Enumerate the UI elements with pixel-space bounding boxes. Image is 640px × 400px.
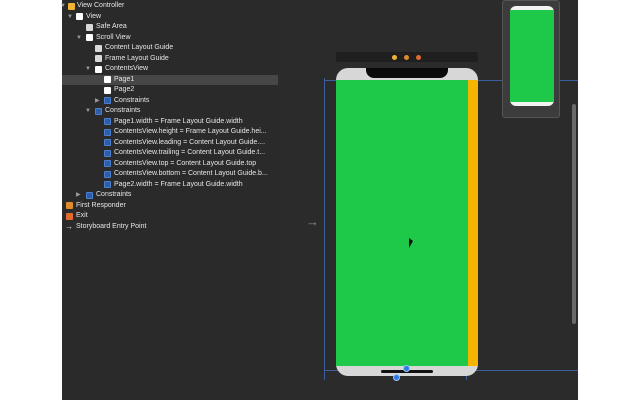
view-icon [104, 76, 111, 83]
outline-item-label: Storyboard Entry Point [76, 222, 147, 230]
doc-icon [95, 44, 102, 52]
outline-item-constraints[interactable]: ▶ Constraints [62, 190, 278, 200]
outline-item-label: Constraints [114, 96, 150, 104]
outline-item-label: Safe Area [96, 23, 127, 30]
outline-item-label: Scroll View [96, 33, 131, 41]
constraint-icon [104, 181, 111, 188]
constraint-icon [104, 170, 111, 178]
constraints-icon [95, 107, 102, 115]
outline-item-label: Page2 [114, 86, 135, 93]
first-responder-icon [66, 202, 73, 209]
doc-icon [95, 55, 102, 62]
constraint-icon [104, 128, 111, 136]
outline-item-label: Page1 [114, 75, 135, 83]
outline-item-constraint[interactable]: ContentsView.bottom = Content Layout Gui… [62, 169, 278, 179]
outline-item-label: ContentsView.leading = Content Layout Gu… [114, 138, 266, 146]
outline-item-constraint[interactable]: ContentsView.top = Content Layout Guide.… [62, 159, 278, 169]
outline-item-safe-area[interactable]: Safe Area [62, 22, 278, 32]
first-responder-icon[interactable] [404, 54, 409, 60]
outline-item-label: Page1.width = Frame Layout Guide.width [114, 117, 243, 125]
outline-item-label: Exit [76, 212, 88, 219]
view-icon [76, 13, 83, 20]
outline-item-label: ContentsView [105, 65, 149, 72]
entry-point-arrow-icon[interactable]: → [306, 214, 319, 229]
disclosure-triangle-icon[interactable]: ▶ [76, 192, 81, 198]
outline-item-storyboard-entry-point[interactable]: → Storyboard Entry Point [62, 222, 278, 232]
constraints-icon [104, 97, 111, 104]
outline-item-label: Frame Layout Guide [105, 54, 169, 62]
device-frame[interactable] [336, 68, 478, 376]
view-controller-icon [68, 2, 75, 10]
resize-handle[interactable] [393, 374, 400, 381]
minimap-device [510, 6, 554, 106]
outline-item-constraints[interactable]: ▼ Constraints [62, 106, 278, 116]
constraint-icon [104, 160, 111, 167]
disclosure-triangle-icon[interactable]: ▼ [60, 3, 66, 9]
outline-item-page1[interactable]: Page1 [62, 74, 278, 85]
constraint-icon [104, 118, 111, 125]
canvas-scrollbar[interactable] [572, 104, 576, 324]
outline-item-label: View Controller [77, 2, 125, 9]
resize-handle[interactable] [403, 365, 410, 372]
disclosure-triangle-icon[interactable]: ▼ [76, 34, 82, 41]
outline-item-contents-view[interactable]: ▼ ContentsView [62, 64, 278, 74]
outline-item-label: View [86, 12, 102, 20]
exit-icon [66, 212, 73, 220]
outline-item-constraint[interactable]: Page2.width = Frame Layout Guide.width [62, 180, 278, 190]
outline-item-frame-layout-guide[interactable]: Frame Layout Guide [62, 54, 278, 64]
constraints-icon [86, 191, 93, 199]
outline-item-constraint[interactable]: ContentsView.height = Frame Layout Guide… [62, 127, 278, 137]
outline-item-label: ContentsView.trailing = Content Layout G… [114, 149, 266, 156]
outline-item-page2[interactable]: Page2 [62, 85, 278, 95]
device-notch [366, 68, 448, 78]
constraint-icon [104, 139, 111, 146]
outline-item-constraint[interactable]: ContentsView.trailing = Content Layout G… [62, 148, 278, 158]
view-icon [86, 34, 93, 41]
outline-item-exit[interactable]: Exit [62, 211, 278, 221]
outline-item-constraint[interactable]: Page1.width = Frame Layout Guide.width [62, 117, 278, 127]
outline-item-constraint[interactable]: ContentsView.leading = Content Layout Gu… [62, 138, 278, 148]
outline-item-first-responder[interactable]: First Responder [62, 201, 278, 211]
exit-icon[interactable] [416, 54, 421, 60]
canvas-minimap[interactable] [502, 0, 560, 118]
outline-item-label: ContentsView.height = Frame Layout Guide… [114, 128, 267, 135]
outline-item-label: Page2.width = Frame Layout Guide.width [114, 180, 243, 188]
mouse-cursor-icon [409, 238, 413, 248]
page2-view[interactable] [468, 80, 478, 366]
outline-item-label: First Responder [76, 201, 126, 209]
constraint-icon [104, 149, 111, 157]
outline-item-label: ContentsView.bottom = Content Layout Gui… [114, 170, 268, 177]
view-controller-icon[interactable] [392, 54, 397, 60]
outline-item-content-layout-guide[interactable]: Content Layout Guide [62, 43, 278, 53]
layout-guide-line [324, 78, 325, 380]
scene-dock[interactable] [336, 52, 478, 62]
outline-item-label: Constraints [105, 107, 141, 114]
disclosure-triangle-icon[interactable]: ▼ [67, 13, 73, 20]
arrow-right-icon: → [65, 221, 73, 231]
view-icon [104, 86, 111, 94]
outline-item-label: Constraints [96, 191, 132, 198]
doc-icon [86, 23, 93, 31]
outline-item-scroll-view[interactable]: ▼ Scroll View [62, 33, 278, 43]
disclosure-triangle-icon[interactable]: ▼ [85, 66, 91, 72]
outline-item-view[interactable]: ▼ View [62, 12, 278, 22]
outline-item-view-controller[interactable]: ▼ View Controller [60, 1, 278, 11]
outline-item-label: Content Layout Guide [105, 44, 174, 51]
page1-view[interactable] [336, 80, 468, 366]
minimap-content [510, 10, 554, 102]
disclosure-triangle-icon[interactable]: ▼ [85, 108, 91, 114]
outline-item-constraints[interactable]: ▶ Constraints [62, 96, 278, 106]
document-outline[interactable]: ▼ View Controller ▼ View Safe Area ▼ Scr… [60, 0, 279, 400]
view-icon [95, 65, 102, 73]
outline-item-label: ContentsView.top = Content Layout Guide.… [114, 159, 257, 167]
disclosure-triangle-icon[interactable]: ▶ [95, 97, 100, 104]
